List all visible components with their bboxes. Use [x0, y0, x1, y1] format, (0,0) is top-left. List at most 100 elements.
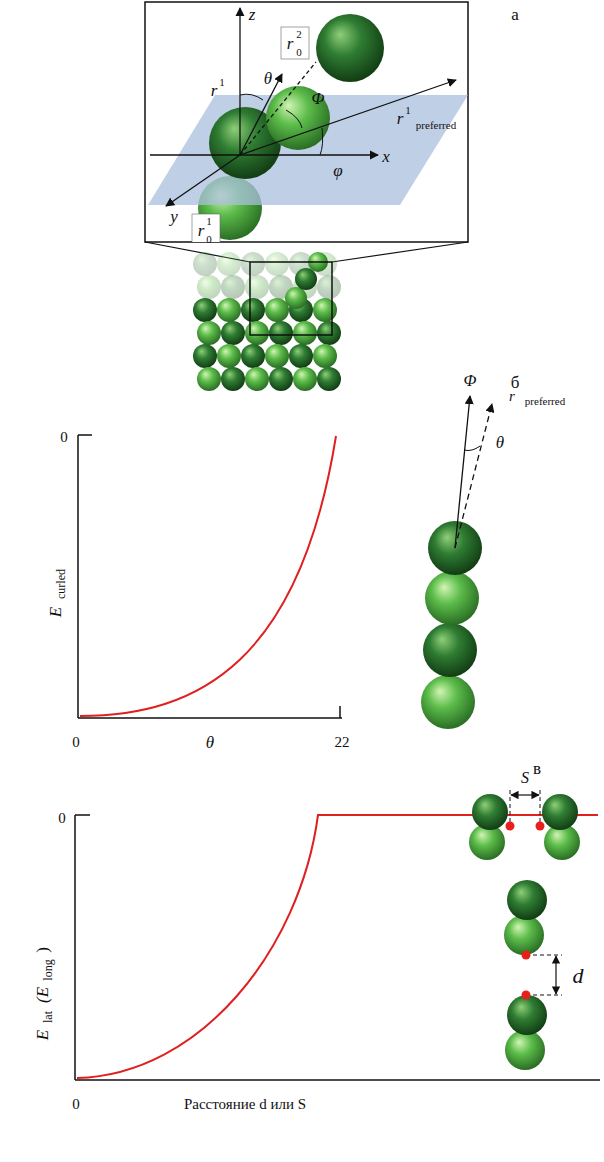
subunit-sphere	[285, 287, 307, 309]
subunit-sphere	[316, 14, 384, 82]
y-axis	[74, 815, 76, 1080]
subunit-sphere	[245, 321, 269, 345]
tick-label: 0	[60, 430, 68, 445]
subscript: lat	[42, 1011, 54, 1023]
axis-tick	[75, 814, 90, 816]
subunit-sphere	[197, 321, 221, 345]
axis-title: θ	[206, 734, 214, 751]
vector-label: r	[287, 35, 294, 52]
label-patch	[281, 27, 309, 59]
y-axis	[166, 155, 240, 206]
x-axis	[240, 154, 378, 155]
subunit-sphere	[266, 86, 330, 150]
subunit-sphere	[505, 1030, 545, 1070]
superscript: 1	[219, 77, 225, 88]
subunit-sphere	[197, 367, 221, 391]
dimension-line	[540, 790, 541, 826]
panel-letter: в	[533, 760, 541, 777]
vector-line	[455, 396, 470, 548]
subunit-sphere	[317, 367, 341, 391]
vector-label: r	[198, 222, 205, 239]
subunit-sphere	[425, 571, 479, 625]
subunit-sphere	[507, 995, 547, 1035]
superscript: 2	[296, 29, 302, 40]
subunit-sphere	[265, 252, 289, 276]
subunit-sphere	[317, 321, 341, 345]
dimension-line	[526, 995, 562, 996]
subunit-sphere	[542, 794, 578, 830]
subunit-sphere	[293, 321, 317, 345]
axis-tick	[78, 434, 92, 436]
tick-label: 0	[58, 811, 66, 826]
zoom-box	[250, 262, 332, 335]
preferred-direction	[455, 404, 492, 548]
axis-title: E	[34, 1030, 51, 1040]
subunit-sphere	[217, 298, 241, 322]
contact-point	[536, 822, 545, 831]
dimension-line	[526, 955, 562, 956]
dimension-label: S	[521, 770, 529, 786]
subunit-sphere	[269, 321, 293, 345]
subunit-sphere	[265, 344, 289, 368]
subscript: 0	[206, 234, 212, 245]
dimension-line	[510, 790, 511, 826]
subunit-sphere	[313, 298, 337, 322]
contact-point	[522, 991, 531, 1000]
subunit-sphere	[265, 298, 289, 322]
axis-title: Расстояние d или S	[184, 1097, 306, 1112]
x-axis	[75, 1079, 600, 1081]
superscript: 1	[405, 105, 411, 116]
dimension-label: d	[573, 965, 584, 987]
contact-point	[506, 822, 515, 831]
subunit-sphere	[269, 367, 293, 391]
subunit-sphere	[245, 367, 269, 391]
tick-label: 0	[72, 1097, 80, 1112]
subunit-sphere	[217, 252, 241, 276]
inset-frame	[145, 2, 468, 242]
subscript: 0	[296, 47, 302, 58]
label-patch	[192, 214, 220, 242]
subunit-sphere	[317, 275, 341, 299]
angle-arc	[464, 446, 480, 451]
subunit-sphere	[293, 367, 317, 391]
subunit-sphere	[241, 252, 265, 276]
subscript: preferred	[525, 396, 565, 407]
x-axis	[78, 717, 342, 719]
subunit-sphere	[193, 252, 217, 276]
x-axis	[150, 154, 240, 155]
subunit-sphere	[504, 915, 544, 955]
angle-arc	[286, 110, 302, 128]
vector-label: r	[509, 389, 515, 404]
contact-point	[522, 951, 531, 960]
dimension-arrow	[555, 956, 556, 994]
tick-label: 0	[72, 735, 80, 750]
angle-arc	[240, 94, 263, 100]
dimension-arrow	[511, 794, 539, 795]
axis-title: E	[47, 607, 64, 617]
subunit-sphere	[245, 275, 269, 299]
tick-label: 22	[335, 735, 350, 750]
subunit-sphere	[241, 298, 265, 322]
subunit-sphere	[313, 344, 337, 368]
subscript: long	[42, 959, 54, 980]
subunit-sphere	[221, 367, 245, 391]
angle-label: θ	[496, 434, 504, 451]
subunit-sphere	[221, 275, 245, 299]
axis-tick	[339, 706, 341, 718]
superscript: 1	[206, 216, 212, 227]
subunit-sphere	[421, 675, 475, 729]
subunit-sphere	[221, 321, 245, 345]
subunit-sphere	[472, 794, 508, 830]
y-axis	[77, 435, 79, 718]
angle-label: φ	[333, 162, 342, 179]
preferred-vector	[240, 80, 456, 155]
energy-curve	[77, 815, 598, 1078]
subunit-sphere	[295, 268, 317, 290]
axis-label: y	[170, 208, 178, 225]
subunit-sphere	[507, 880, 547, 920]
subunit-sphere	[193, 344, 217, 368]
subunit-sphere	[423, 623, 477, 677]
angle-arc	[320, 128, 323, 155]
